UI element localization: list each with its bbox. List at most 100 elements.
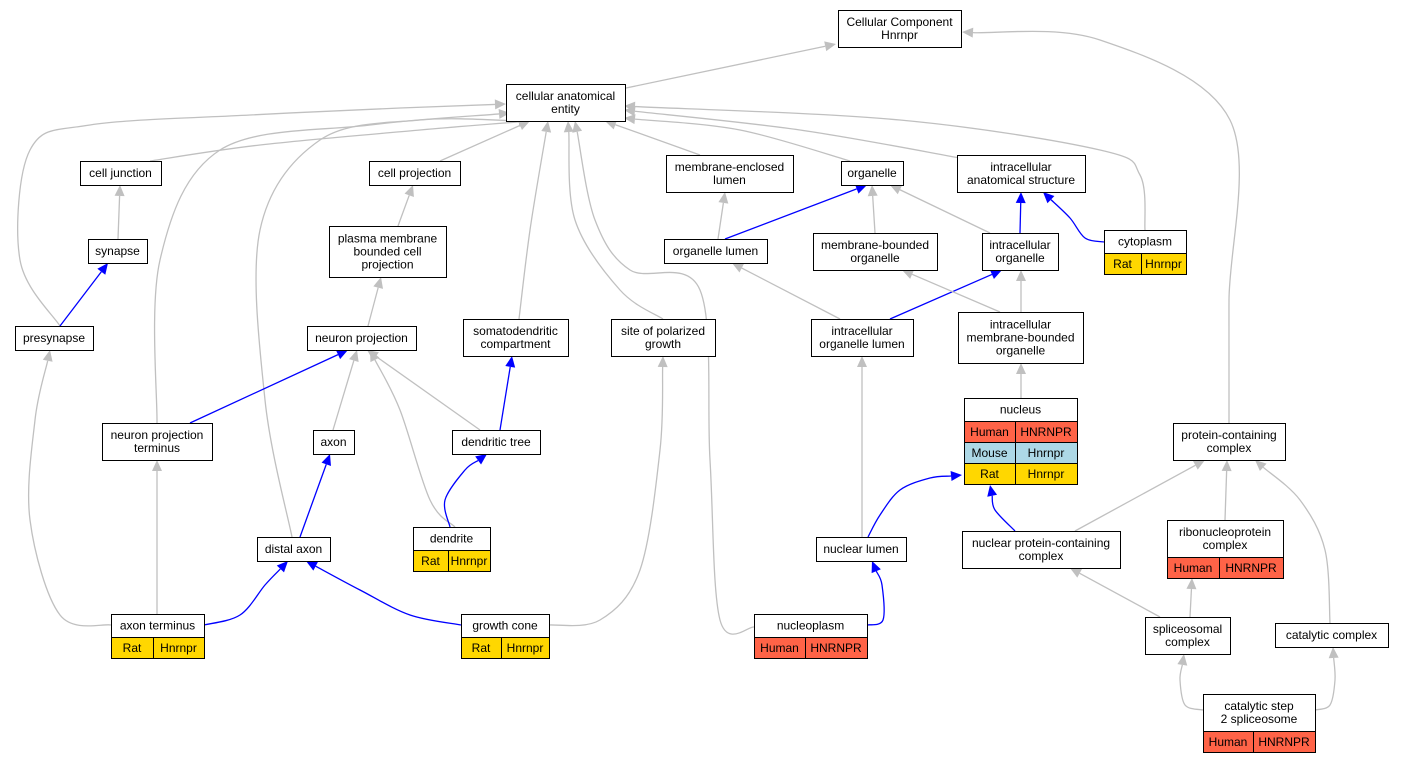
species-name: Rat <box>472 641 491 655</box>
term-label-line: organelle lumen <box>673 244 758 258</box>
go-term-orglum[interactable]: organelle lumen <box>664 239 768 264</box>
edge-line <box>724 188 857 240</box>
edge-arrowhead <box>867 185 878 197</box>
term-label-line: intracellular <box>990 160 1051 174</box>
edge-line <box>1224 470 1228 521</box>
edge-arrowhead <box>1043 192 1055 204</box>
species-name: Rat <box>980 467 999 481</box>
edge-dendrite-to-dt <box>443 454 487 528</box>
term-label-line: neuron projection <box>315 331 408 345</box>
edge-line <box>499 366 511 431</box>
species-name: Human <box>1209 735 1248 749</box>
go-term-org[interactable]: organelle <box>841 161 904 186</box>
edge-mel-to-cae <box>605 119 701 156</box>
go-term-catc[interactable]: catalytic complex <box>1275 623 1389 648</box>
edge-arrowhead <box>541 121 552 133</box>
term-label-line: axon terminus <box>120 619 195 633</box>
edge-line <box>972 30 1240 424</box>
edge-cj-to-cae <box>149 116 530 162</box>
edge-dendrite-to-np <box>370 350 456 528</box>
edge-da-to-axon <box>299 454 331 538</box>
gene-cell <box>1015 463 1078 485</box>
term-label-line: distal axon <box>265 542 322 556</box>
term-label-line: intracellular <box>831 324 892 338</box>
term-label-line: organelle <box>995 251 1045 265</box>
edge-line <box>576 131 755 635</box>
edge-catc-to-pcc <box>1255 460 1331 624</box>
edge-arrowhead <box>370 350 380 363</box>
edge-cyto-to-cae <box>624 101 1146 231</box>
term-label-line: presynapse <box>23 331 85 345</box>
edge-rnp-to-pcc <box>1221 460 1232 521</box>
edge-arrowhead <box>657 356 668 368</box>
edge-arrowhead <box>989 269 1002 279</box>
edge-arrowhead <box>987 485 998 497</box>
edge-line <box>59 271 102 327</box>
gene-symbol: HNRNPR <box>1020 425 1072 439</box>
edge-line <box>374 359 456 528</box>
go-term-axon[interactable]: axon <box>313 430 355 455</box>
edge-line <box>518 131 547 320</box>
species-name: Human <box>1174 561 1213 575</box>
edge-line <box>889 273 993 320</box>
edge-ias-to-cae <box>624 106 961 159</box>
edge-arrowhead <box>349 350 359 362</box>
edge-arrowhead <box>624 114 636 125</box>
go-term-da[interactable]: distal axon <box>257 537 331 562</box>
edge-arrowhead <box>1255 460 1267 472</box>
edge-at-to-pre <box>27 350 112 627</box>
edge-sc-to-npcc <box>1070 568 1161 618</box>
edge-cae-to-cc <box>625 41 836 89</box>
edge-iol-to-orglum <box>732 263 841 320</box>
term-box <box>329 226 447 278</box>
edge-line <box>203 568 281 626</box>
edge-org-to-cae <box>624 114 851 162</box>
edge-io-to-ias <box>1015 192 1026 234</box>
term-label-line: neuron projection <box>111 428 204 442</box>
term-label-line: anatomical structure <box>967 173 1075 187</box>
term-label-line: organelle <box>847 166 897 180</box>
go-term-np[interactable]: neuron projection <box>307 326 417 351</box>
term-label-line: growth <box>645 337 681 351</box>
go-term-dt[interactable]: dendritic tree <box>452 430 541 455</box>
go-term-pre[interactable]: presynapse <box>15 326 94 351</box>
edge-line <box>443 459 479 528</box>
term-label-line: terminus <box>134 441 180 455</box>
go-term-nl[interactable]: nuclear lumen <box>816 537 907 562</box>
go-term-syn[interactable]: synapse <box>88 239 148 264</box>
go-term-cp[interactable]: cell projection <box>369 161 461 186</box>
edge-arrowhead <box>563 121 574 133</box>
edge-line <box>367 287 379 327</box>
edge-arrowhead <box>1328 647 1339 659</box>
gene-cell <box>1219 557 1284 579</box>
species-name: Human <box>760 641 799 655</box>
term-label-line: bounded cell <box>353 245 421 259</box>
edge-cs2-to-catc <box>1314 647 1339 711</box>
edge-layer <box>17 27 1339 711</box>
term-label-line: compartment <box>480 337 551 351</box>
go-term-cj[interactable]: cell junction <box>80 161 162 186</box>
